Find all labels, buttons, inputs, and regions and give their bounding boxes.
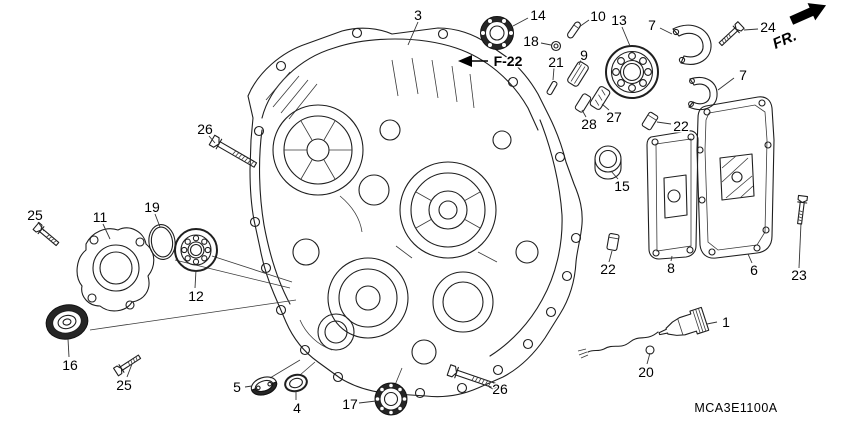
- leader-line-11: [102, 223, 111, 240]
- ball-bearing-12: [174, 228, 218, 272]
- collar-9: [567, 61, 589, 87]
- leader-line-1: [706, 321, 718, 325]
- leader-line-28: [581, 109, 587, 118]
- part-callout-12: 12: [188, 288, 204, 304]
- leader-line-25: [37, 221, 45, 232]
- leader-line-24: [743, 28, 759, 31]
- pin-10: [567, 21, 581, 39]
- part-callout-10: 10: [590, 8, 606, 24]
- washer-18: [550, 40, 562, 52]
- setting-plate-5: [250, 376, 278, 396]
- leader-line-8: [670, 255, 673, 262]
- leader-line-21: [552, 67, 555, 81]
- reference-f22: F-22: [458, 52, 524, 71]
- part-callout-8: 8: [667, 260, 675, 276]
- leader-line-16: [67, 338, 70, 358]
- diagram-code: MCA3E1100A: [694, 401, 777, 415]
- collar-27: [589, 86, 611, 110]
- part-callout-19: 19: [144, 199, 160, 215]
- part-callout-13: 13: [611, 12, 627, 28]
- part-callout-24: 24: [760, 19, 776, 35]
- leader-line-26: [488, 386, 494, 390]
- leader-line-23: [798, 222, 802, 269]
- part-callout-3: 3: [414, 7, 422, 23]
- part-callout-25: 25: [116, 377, 132, 393]
- leader-line-15: [610, 170, 619, 180]
- ball-bearing-14: [480, 16, 514, 50]
- collar-4: [284, 373, 308, 393]
- leader-line-7: [659, 27, 673, 35]
- oil-filler-plug-1: [658, 306, 710, 336]
- leader-line-7: [717, 77, 735, 91]
- dowel-pin-22-lower: [606, 233, 620, 251]
- leader-line-27: [601, 103, 610, 111]
- part-callout-18: 18: [523, 33, 539, 49]
- part-callout-22: 22: [600, 261, 616, 277]
- dowel-pin-22-upper: [641, 111, 659, 131]
- part-callout-14: 14: [530, 7, 546, 23]
- cover-plate-8: [646, 130, 699, 260]
- leader-line-10: [578, 19, 590, 28]
- part-callout-27: 27: [606, 109, 622, 125]
- part-callout-20: 20: [638, 364, 654, 380]
- leader-line-6: [747, 253, 753, 264]
- bolt-23: [794, 194, 809, 225]
- part-callout-9: 9: [580, 47, 588, 63]
- transmission-case-art: [89, 27, 583, 399]
- bolt-25-upper: [32, 222, 61, 248]
- oil-seal-16: [45, 304, 89, 340]
- leader-line-18: [540, 42, 552, 46]
- part-callout-23: 23: [791, 267, 807, 283]
- leader-line-17: [358, 400, 377, 404]
- leader-line-14: [512, 17, 529, 27]
- leader-line-12: [194, 269, 197, 289]
- needle-bearing-15: [594, 145, 622, 180]
- part-callout-4: 4: [293, 400, 301, 416]
- part-callout-21: 21: [548, 54, 564, 70]
- part-callout-16: 16: [62, 357, 78, 373]
- reference-label: F-22: [494, 53, 523, 69]
- leader-line-3: [407, 21, 419, 46]
- part-callout-15: 15: [614, 178, 630, 194]
- part-callout-17: 17: [342, 396, 358, 412]
- leader-line-9: [578, 59, 582, 66]
- leader-line-22: [656, 121, 672, 125]
- part-callout-5: 5: [233, 379, 241, 395]
- bolt-24: [716, 21, 745, 48]
- fr-arrow-icon: [789, 3, 827, 25]
- leader-line-19: [154, 213, 161, 228]
- clamp-7-lower: [688, 77, 718, 111]
- part-callout-11: 11: [93, 209, 108, 225]
- part-callout-7: 7: [648, 17, 656, 33]
- leader-line-22: [608, 250, 613, 263]
- leader-line-5: [244, 385, 253, 388]
- part-callout-26: 26: [492, 381, 508, 397]
- part-callout-28: 28: [581, 116, 597, 132]
- ball-bearing-17: [374, 382, 408, 416]
- part-callout-25: 25: [27, 207, 43, 223]
- o-ring-19: [148, 224, 176, 260]
- leader-line-26: [208, 135, 216, 144]
- leader-line-25: [126, 363, 133, 378]
- bolt-25-lower: [112, 352, 143, 377]
- cable-20: [577, 331, 659, 359]
- clamp-7-upper: [672, 24, 712, 65]
- leader-line-13: [621, 26, 631, 47]
- part-callout-6: 6: [750, 262, 758, 278]
- bearing-holder-11: [76, 227, 155, 312]
- part-callout-22: 22: [673, 118, 689, 134]
- part-callout-1: 1: [722, 314, 730, 330]
- callout-leader-lines: [37, 17, 802, 404]
- part-callout-7: 7: [739, 67, 747, 83]
- gasket-6: [696, 96, 775, 259]
- leader-line-20: [646, 352, 651, 365]
- part-callout-26: 26: [197, 121, 213, 137]
- collar-28: [574, 93, 592, 113]
- pin-21: [546, 80, 558, 96]
- ball-bearing-13: [605, 45, 659, 99]
